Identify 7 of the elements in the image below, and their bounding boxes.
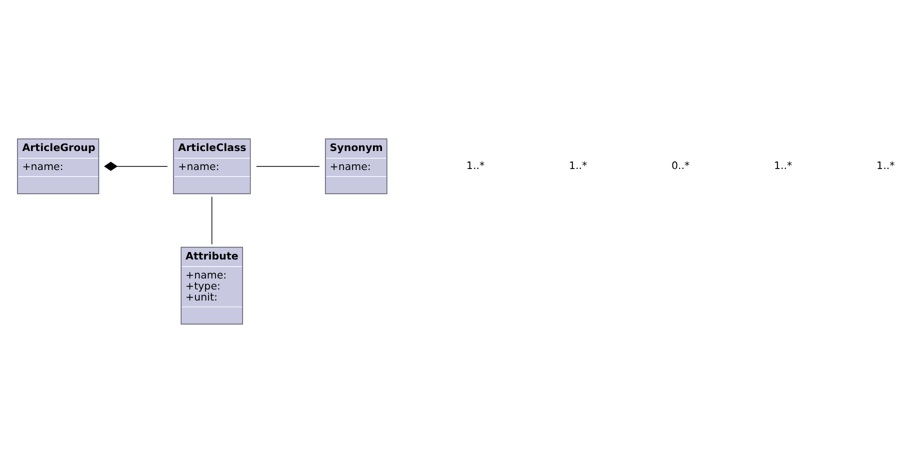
label: 1..* [568, 160, 588, 172]
label: 1..* [876, 160, 895, 172]
connector [104, 161, 168, 170]
label: 0..* [671, 160, 690, 172]
label: 1..* [466, 160, 485, 172]
label: 1..* [774, 160, 792, 172]
connector [256, 165, 320, 166]
